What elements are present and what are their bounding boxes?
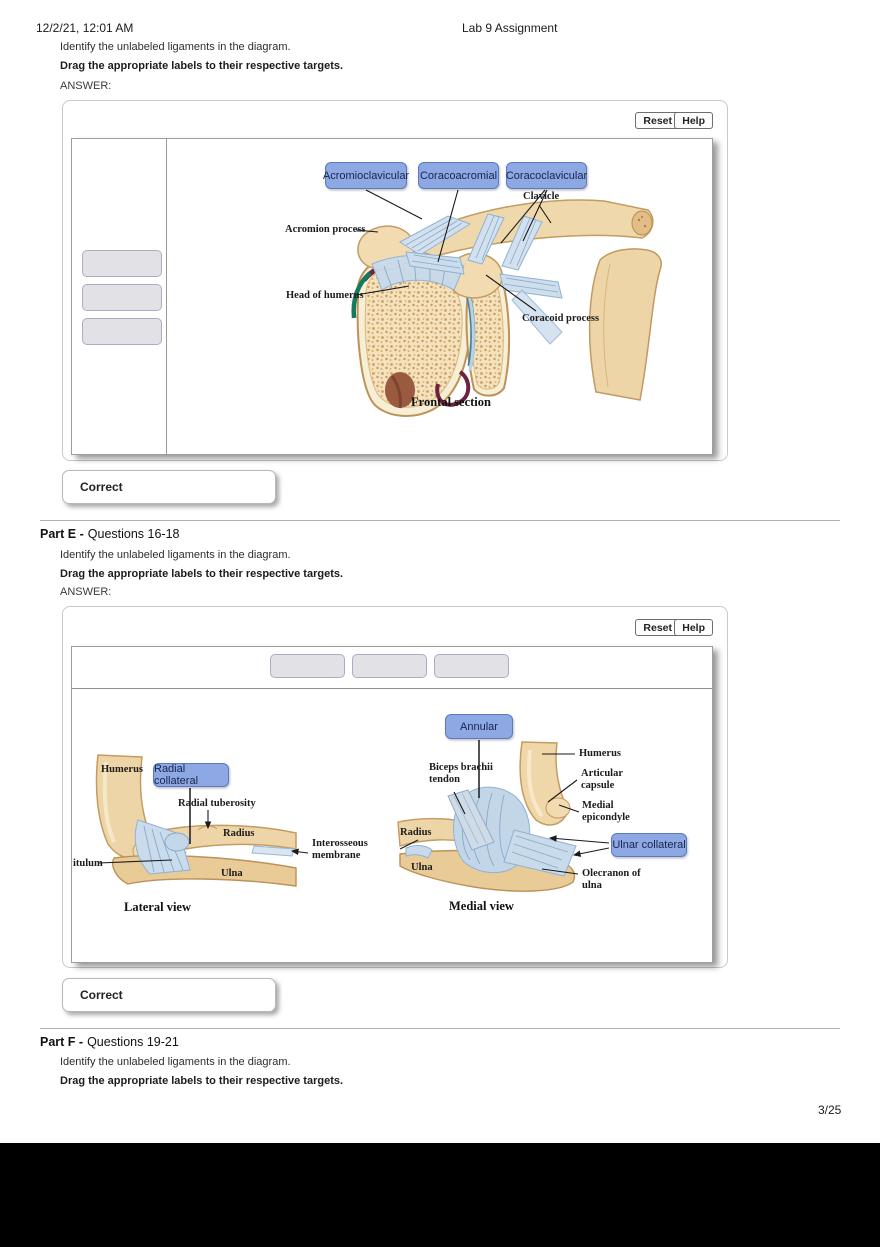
glenoid-section [465, 271, 511, 397]
instruction-drag: Drag the appropriate labels to their res… [60, 60, 344, 72]
correct-feedback-box: Correct [62, 470, 276, 504]
medial-elbow-art [397, 741, 577, 892]
lateral-elbow-art [95, 754, 297, 887]
instruction-drag: Drag the appropriate labels to their res… [60, 568, 344, 580]
anatomy-label-acromion-process: Acromion process [285, 224, 366, 235]
instruction-identify: Identify the unlabeled ligaments in the … [60, 1056, 291, 1068]
drop-slot[interactable] [270, 654, 345, 678]
anatomy-label-humerus-lateral: Humerus [101, 764, 143, 775]
anatomy-label-radius-medial: Radius [400, 827, 432, 838]
anatomy-label-olecranon-of-ulna: Olecranon of ulna [582, 868, 641, 892]
page-title: Lab 9 Assignment [462, 21, 558, 35]
figure-caption-lateral-view: Lateral view [124, 900, 191, 914]
ligaments [371, 213, 563, 345]
footer-black-bar [0, 1143, 880, 1247]
figure-caption-medial-view: Medial view [449, 899, 514, 913]
anatomy-label-coracoid-process: Coracoid process [522, 313, 600, 324]
drop-slot[interactable] [352, 654, 427, 678]
part-e-heading-rest: Questions 16-18 [87, 527, 180, 541]
drag-label-annular[interactable]: Annular [445, 714, 513, 739]
elbow-workspace: Radial collateral Annular Ulnar collater… [71, 646, 713, 963]
drop-slot[interactable] [82, 284, 162, 311]
part-e-heading: Part E -Questions 16-18 [40, 527, 180, 541]
anatomy-label-radial-tuberosity: Radial tuberosity [178, 798, 256, 809]
page-number: 3/25 [818, 1103, 842, 1117]
drop-slot[interactable] [434, 654, 509, 678]
answer-panel-part-d: Reset Help [62, 100, 728, 461]
answer-panel-part-e: Reset Help [62, 606, 728, 968]
leader-lines [355, 189, 552, 312]
reset-button[interactable]: Reset [635, 619, 680, 636]
label-tray [72, 647, 712, 689]
drag-label-ulnar-collateral[interactable]: Ulnar collateral [611, 833, 687, 857]
drop-slot[interactable] [82, 250, 162, 277]
header-datetime: 12/2/21, 12:01 AM [36, 21, 134, 35]
anatomy-label-clavicle: Clavicle [523, 191, 560, 202]
instruction-drag: Drag the appropriate labels to their res… [60, 1075, 344, 1087]
anatomy-label-medial-epicondyle: Medial epicondyle [582, 800, 630, 824]
drag-label-coracoacromial[interactable]: Coracoacromial [418, 162, 499, 189]
correct-feedback-box: Correct [62, 978, 276, 1012]
leader-lines [98, 740, 610, 875]
anatomy-label-head-of-humerus: Head of humerus [286, 290, 364, 301]
label-tray [72, 139, 167, 454]
part-f-heading: Part F -Questions 19-21 [40, 1035, 179, 1049]
anatomy-label-humerus-medial: Humerus [579, 748, 621, 759]
anatomy-label-ulna-lateral: Ulna [221, 868, 243, 879]
help-button[interactable]: Help [674, 619, 713, 636]
section-divider [40, 1028, 840, 1029]
answer-label: ANSWER: [60, 80, 112, 92]
help-button[interactable]: Help [674, 112, 713, 129]
anatomy-label-biceps-brachii-tendon: Biceps brachii tendon [429, 762, 493, 786]
part-f-heading-bold: Part F - [40, 1035, 84, 1049]
part-f-heading-rest: Questions 19-21 [87, 1035, 179, 1049]
anatomy-label-interosseous-membrane: Interosseous membrane [312, 838, 368, 862]
answer-label: ANSWER: [60, 586, 112, 598]
correct-label: Correct [80, 988, 123, 1002]
reset-button[interactable]: Reset [635, 112, 680, 129]
section-divider [40, 520, 840, 521]
drop-slot[interactable] [82, 318, 162, 345]
anatomy-label-articular-capsule: Articular capsule [581, 768, 623, 792]
anatomy-label-radius-lateral: Radius [223, 828, 255, 839]
correct-label: Correct [80, 480, 123, 494]
shoulder-workspace: Acromioclavicular Coracoacromial Coracoc… [71, 138, 713, 455]
elbow-diagram [95, 740, 610, 892]
instruction-identify: Identify the unlabeled ligaments in the … [60, 41, 291, 53]
instruction-identify: Identify the unlabeled ligaments in the … [60, 549, 291, 561]
part-e-heading-bold: Part E - [40, 527, 84, 541]
drag-label-radial-collateral[interactable]: Radial collateral [153, 763, 229, 787]
anatomy-label-capitulum-truncated: itulum [73, 858, 103, 869]
drag-label-acromioclavicular[interactable]: Acromioclavicular [323, 162, 409, 189]
shoulder-diagram [351, 189, 662, 417]
scapula-bone [588, 248, 662, 401]
drag-label-coracoclavicular[interactable]: Coracoclavicular [506, 162, 587, 189]
figure-caption-frontal-section: Frontal section [411, 395, 491, 409]
anatomy-label-ulna-medial: Ulna [411, 862, 433, 873]
